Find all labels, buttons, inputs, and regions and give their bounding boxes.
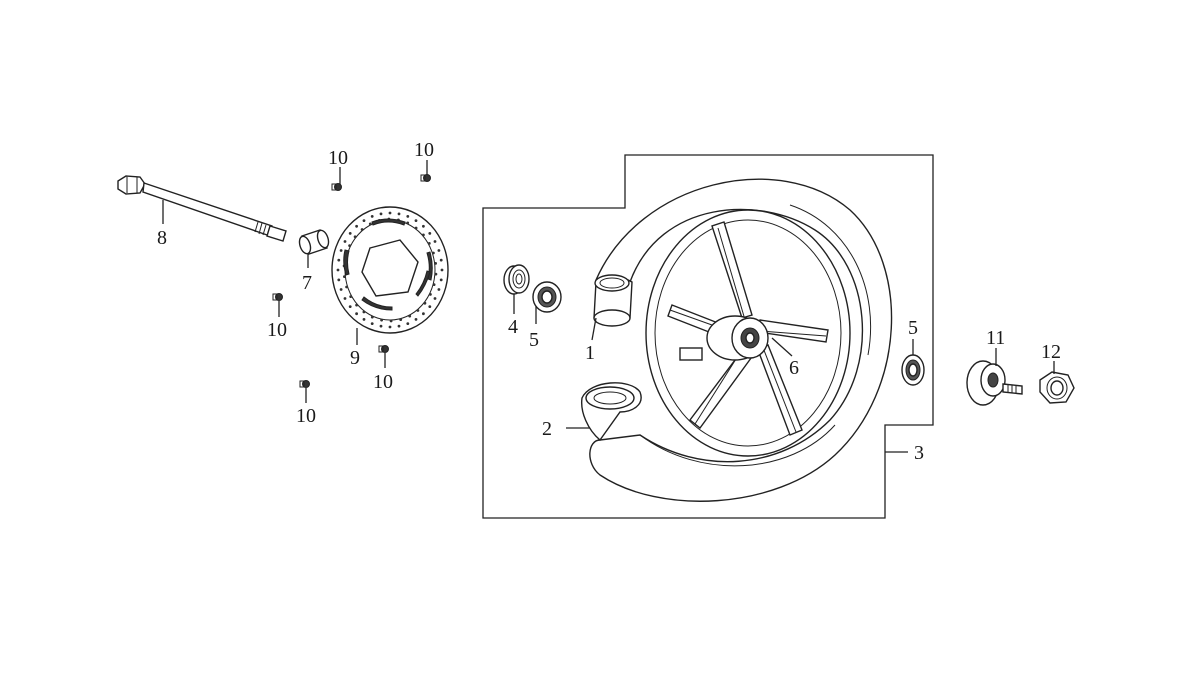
brake-disc [331, 206, 449, 334]
callout-11: 11 [986, 327, 1005, 349]
disc-vent-hole [339, 288, 343, 291]
disc-vent-hole [428, 305, 432, 308]
disc-vent-hole [349, 295, 353, 298]
axle-nut [1039, 371, 1075, 404]
disc-vent-hole [434, 272, 438, 276]
disc-vent-hole [348, 244, 351, 248]
tire [589, 178, 893, 502]
disc-vent-hole [414, 226, 418, 230]
disc-vent-hole [432, 283, 436, 286]
callout-9: 9 [350, 347, 360, 369]
disc-bolt-right [378, 345, 389, 353]
disc-vent-hole [337, 258, 341, 262]
spacer-collar [298, 229, 330, 255]
disc-vent-hole [399, 318, 403, 321]
disc-bolt-top-left [331, 183, 342, 191]
disc-vent-hole [388, 325, 392, 329]
callout-8: 8 [157, 227, 167, 249]
disc-vent-hole [416, 309, 420, 312]
callout-10-bottom: 10 [296, 405, 316, 427]
disc-vent-hole [348, 305, 352, 308]
disc-vent-hole [439, 258, 443, 262]
disc-bolt-top-right [420, 174, 431, 182]
disc-vent-hole [397, 324, 401, 328]
disc-vent-hole [360, 228, 364, 231]
disc-vent-hole [439, 278, 443, 282]
tube [593, 274, 633, 327]
disc-bolt-left [272, 293, 283, 301]
disc-vent-hole [422, 233, 425, 237]
disc-vent-hole [408, 314, 412, 318]
disc-vent-hole [343, 275, 346, 278]
disc-vent-hole [389, 319, 393, 323]
disc-vent-hole [362, 318, 366, 321]
disc-vent-hole [423, 301, 427, 305]
disc-vent-hole [432, 251, 435, 255]
disc-vent-hole [437, 249, 441, 252]
disc-vent-hole [380, 318, 383, 322]
callout-12: 12 [1041, 341, 1061, 363]
callout-2: 2 [542, 418, 552, 440]
disc-vent-hole [348, 232, 352, 235]
disc-vent-hole [336, 268, 340, 272]
disc-bolt-bottom [299, 380, 310, 388]
disc-vent-hole [388, 211, 392, 215]
callout-6: 6 [789, 357, 799, 379]
disc-vent-hole [345, 285, 348, 289]
disc-vent-hole [379, 324, 383, 328]
disc-vent-hole [370, 322, 374, 325]
speedometer-gearbox [966, 360, 1023, 406]
wheel-assembly-outline [482, 154, 934, 519]
disc-vent-hole [353, 235, 357, 239]
disc-vent-hole [427, 242, 431, 245]
disc-vent-hole [422, 224, 425, 228]
disc-vent-hole [368, 222, 372, 226]
disc-vent-hole [433, 297, 437, 300]
disc-vent-hole [414, 219, 418, 223]
disc-vent-hole [440, 268, 444, 272]
disc-vent-hole [370, 315, 374, 319]
disc-vent-hole [362, 310, 366, 314]
disc-vent-hole [355, 303, 358, 307]
disc-vent-hole [422, 312, 425, 316]
disc-vent-hole [379, 212, 383, 216]
disc-vent-hole [370, 215, 374, 218]
disc-vent-hole [343, 240, 347, 243]
callout-5-left: 5 [529, 329, 539, 351]
disc-vent-hole [428, 232, 432, 235]
callout-10-top-left: 10 [328, 147, 348, 169]
disc-vent-hole [433, 240, 437, 243]
callout-1: 1 [585, 342, 595, 364]
disc-vent-hole [406, 221, 410, 225]
callout-10-top-right: 10 [414, 139, 434, 161]
disc-vent-hole [434, 262, 437, 265]
bearing-right [901, 354, 925, 386]
dust-seal [503, 264, 530, 295]
disc-vent-hole [414, 318, 418, 321]
tire-cut-section [581, 382, 642, 442]
disc-vent-hole [339, 249, 343, 252]
disc-vent-hole [355, 312, 358, 316]
disc-vent-hole [362, 219, 366, 223]
disc-vent-hole [343, 297, 347, 300]
leader-line-6 [771, 337, 793, 357]
callout-10-left: 10 [267, 319, 287, 341]
callout-3: 3 [914, 442, 924, 464]
disc-vent-hole [429, 293, 432, 296]
disc-vent-hole [406, 215, 410, 218]
callout-7: 7 [302, 272, 312, 294]
disc-vent-hole [406, 322, 410, 325]
callout-4: 4 [508, 316, 518, 338]
disc-vent-hole [437, 288, 441, 291]
disc-vent-hole [337, 278, 341, 282]
leader-line-1 [591, 317, 597, 341]
disc-vent-hole [397, 212, 401, 216]
bearing-left [532, 281, 562, 313]
axle-bolt [117, 175, 287, 242]
callout-10-right: 10 [373, 371, 393, 393]
callout-5-right: 5 [908, 317, 918, 339]
wheel-rim [645, 209, 851, 457]
disc-vent-hole [355, 224, 358, 228]
